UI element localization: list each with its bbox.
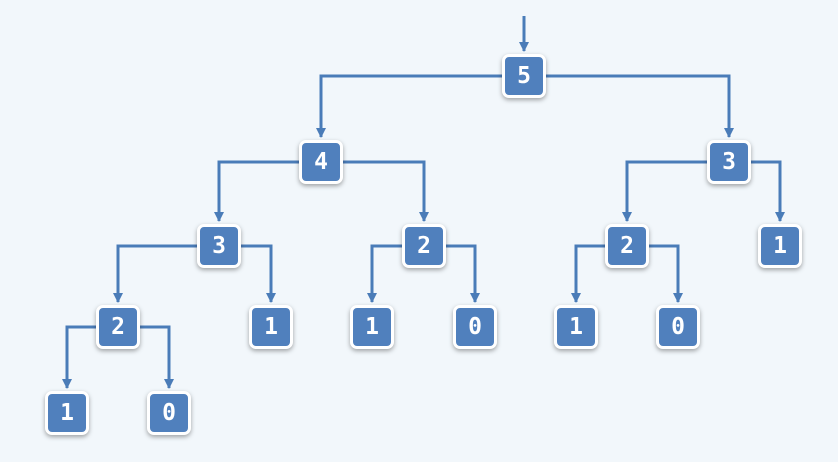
tree-edge-arrow xyxy=(571,244,605,303)
tree-edge-arrow xyxy=(316,74,502,138)
tree-node: 3 xyxy=(707,140,751,184)
tree-node: 2 xyxy=(605,224,649,268)
tree-edge-arrow xyxy=(622,160,707,222)
tree-node-root: 5 xyxy=(502,54,546,98)
tree-edge-arrow xyxy=(214,160,299,222)
tree-node: 2 xyxy=(402,224,446,268)
tree-node-leaf: 0 xyxy=(656,305,700,349)
tree-node-leaf: 1 xyxy=(350,305,394,349)
tree-node-leaf: 1 xyxy=(249,305,293,349)
tree-node-leaf: 0 xyxy=(147,391,191,435)
tree-edge-arrow xyxy=(113,244,197,303)
tree-node-leaf: 1 xyxy=(45,391,89,435)
tree-edge-arrow xyxy=(751,160,785,222)
tree-node-leaf: 1 xyxy=(758,224,802,268)
tree-node-leaf: 1 xyxy=(554,305,598,349)
tree-node: 3 xyxy=(197,224,241,268)
tree-node-leaf: 0 xyxy=(453,305,497,349)
tree-edge-arrow xyxy=(241,244,276,303)
tree-node: 2 xyxy=(96,305,140,349)
tree-edge-arrow xyxy=(546,74,734,138)
tree-edge-arrow xyxy=(367,244,402,303)
tree-edge-arrow xyxy=(140,325,174,389)
tree-node: 4 xyxy=(299,140,343,184)
tree-edge-arrow xyxy=(446,244,480,303)
tree-edge-arrow xyxy=(649,244,683,303)
tree-edge-arrow xyxy=(62,325,96,389)
tree-edge-arrow xyxy=(343,160,429,222)
